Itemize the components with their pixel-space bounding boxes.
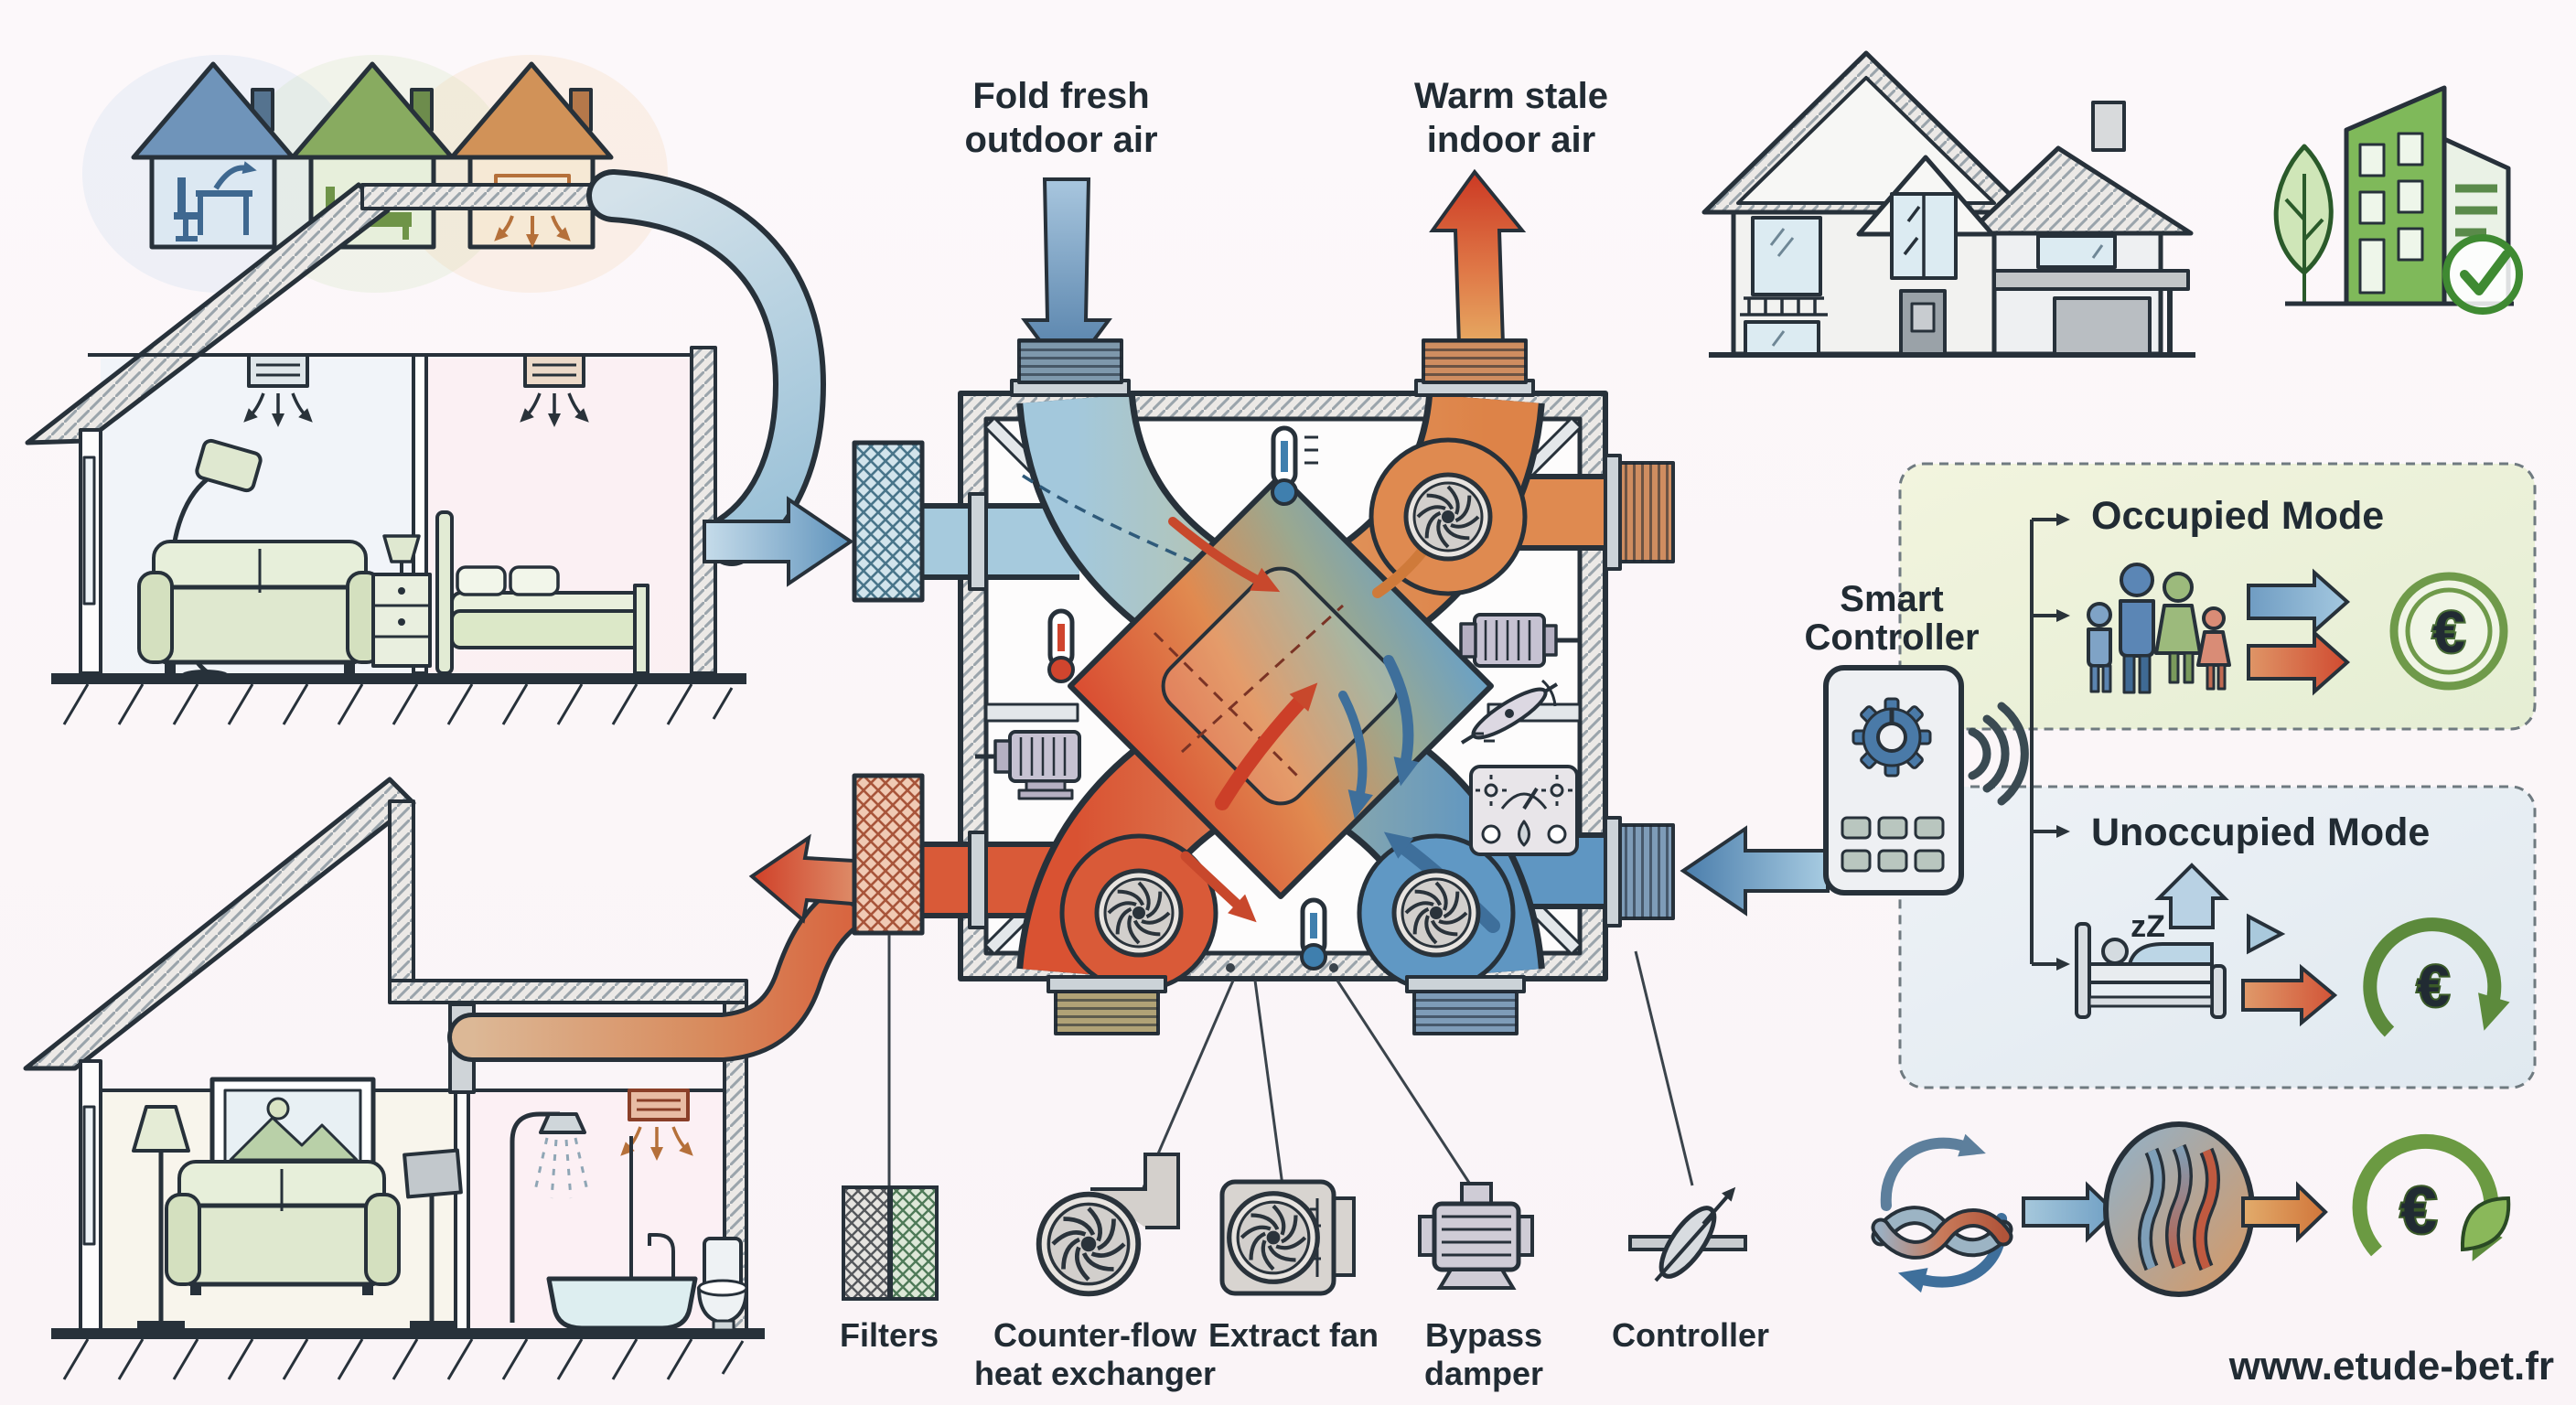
flange-left-top <box>968 492 988 591</box>
tree-icon <box>2273 144 2334 302</box>
eco-building-icon <box>2273 85 2523 315</box>
upper-house-section <box>25 182 746 725</box>
euro-recycle-icon: € <box>2363 917 2510 1037</box>
legend-counterflow-icon <box>1039 1153 1180 1293</box>
smart-controller-device <box>1823 665 1964 896</box>
fresh-air-label-line2: outdoor air <box>964 120 1157 160</box>
euro-glyph: € <box>2400 1174 2437 1248</box>
hrv-unit <box>852 338 1675 1035</box>
mini-house-office <box>131 61 295 250</box>
euro-glyph: € <box>2417 953 2450 1019</box>
occupied-mode-title: Occupied Mode <box>2091 494 2384 538</box>
controller-buttons <box>1841 816 1945 873</box>
port-bottom-right <box>1405 975 1526 1035</box>
legend-filters-icon <box>842 1185 939 1301</box>
ceiling-vent-living <box>243 353 313 427</box>
legend-counterflow-label-line1: Counter-flow <box>993 1316 1197 1354</box>
legend-controller-label: Controller <box>1612 1316 1769 1354</box>
legend-bypass-label-line2: damper <box>1424 1355 1543 1392</box>
leaf-icon <box>2460 1196 2511 1252</box>
smart-controller-label-line1: Smart <box>1840 579 1943 619</box>
family-icon <box>2087 563 2231 694</box>
sleep-icon: zZ <box>2131 909 2165 944</box>
extract-fan <box>1097 871 1181 955</box>
filter-bottom <box>852 773 925 936</box>
thermometer-bottom-icon <box>1300 897 1327 971</box>
ceiling-vent-bedroom <box>520 353 589 427</box>
wifi-icon <box>1968 702 2029 806</box>
ceiling-vent-bathroom <box>620 1089 693 1161</box>
stale-air-label-line1: Warm stale <box>1414 76 1608 116</box>
control-panel-icon <box>1469 765 1579 856</box>
tv-stand <box>402 1148 463 1330</box>
port-bottom-left <box>1046 975 1167 1035</box>
supply-intake-arrow <box>703 496 854 587</box>
bathtub <box>546 1233 698 1335</box>
ground-hatch <box>62 683 734 725</box>
stale-air-label-line2: indoor air <box>1427 120 1595 160</box>
thermometer-top-icon <box>1271 425 1318 506</box>
filter-top <box>852 440 925 603</box>
toilet <box>697 1237 748 1332</box>
side-table <box>371 534 432 668</box>
unoccupied-extract-arrow <box>2241 963 2338 1027</box>
check-circle-icon <box>2442 234 2523 315</box>
ground-hatch-lower <box>62 1338 745 1380</box>
side-connector-stale <box>1604 454 1675 571</box>
sofa-upper <box>137 540 382 673</box>
intake-fan <box>1394 871 1478 955</box>
fresh-air-arrow <box>1021 177 1112 381</box>
smart-controller-label-line2: Controller <box>1804 617 1979 658</box>
occupied-panel <box>1898 462 2537 731</box>
flow-arrows <box>1168 515 1500 933</box>
thermometer-left-icon <box>1047 608 1075 683</box>
port-stale-out <box>1414 338 1535 397</box>
legend-controller-icon <box>1628 1186 1747 1282</box>
supply-duct-upper <box>586 169 827 566</box>
legend-bypass-label-line1: Bypass <box>1425 1316 1542 1354</box>
legend-leader-lines <box>887 935 1694 1214</box>
flow-arrow-2 <box>2241 1181 2328 1243</box>
lower-house-section <box>23 777 765 1380</box>
side-connector-intake <box>1604 816 1675 928</box>
flow-arrow-1 <box>2022 1181 2118 1243</box>
legend-extract-fan-label: Extract fan <box>1208 1316 1379 1354</box>
bed-sleep-icon <box>2075 922 2227 1019</box>
big-house-illustration <box>1701 50 2195 358</box>
heat-exchange-icon <box>1871 1133 2013 1293</box>
legend-filters-label: Filters <box>840 1316 939 1354</box>
outdoor-intake-arrow <box>1680 825 1830 917</box>
mode-bracket <box>2030 513 2070 971</box>
euro-glyph: € <box>2432 599 2465 665</box>
heat-wave-icon <box>2103 1121 2255 1297</box>
floor-lamp <box>132 1105 190 1330</box>
occupied-supply-arrow <box>2247 568 2351 636</box>
house-up-icon <box>2154 863 2229 929</box>
euro-coin-icon: € <box>2389 572 2508 691</box>
port-fresh-in <box>1010 338 1131 397</box>
euro-leaf-icon: € <box>2352 1133 2511 1261</box>
fresh-air-label-line1: Fold fresh <box>972 76 1149 116</box>
gear-icon <box>1852 697 1932 778</box>
sofa-lower <box>165 1160 401 1295</box>
legend-extract-fan-icon <box>1219 1179 1356 1296</box>
bypass-motor-right <box>1459 613 1579 668</box>
legend-bypass-damper-icon <box>1418 1182 1534 1290</box>
unoccupied-mode-title: Unoccupied Mode <box>2091 810 2430 854</box>
mini-houses <box>82 55 668 293</box>
legend-counterflow-label-line2: heat exchanger <box>974 1355 1216 1392</box>
occupied-extract-arrow <box>2247 628 2351 696</box>
bypass-damper-blade <box>1460 679 1559 745</box>
motor-left <box>975 730 1081 800</box>
flange-left-bottom <box>968 831 988 929</box>
supply-fan <box>1406 475 1490 559</box>
website-label: www.etude-bet.fr <box>2228 1344 2554 1389</box>
bed-upper <box>435 510 649 675</box>
desk-chair-icon <box>174 161 257 241</box>
play-icon <box>2247 913 2286 955</box>
